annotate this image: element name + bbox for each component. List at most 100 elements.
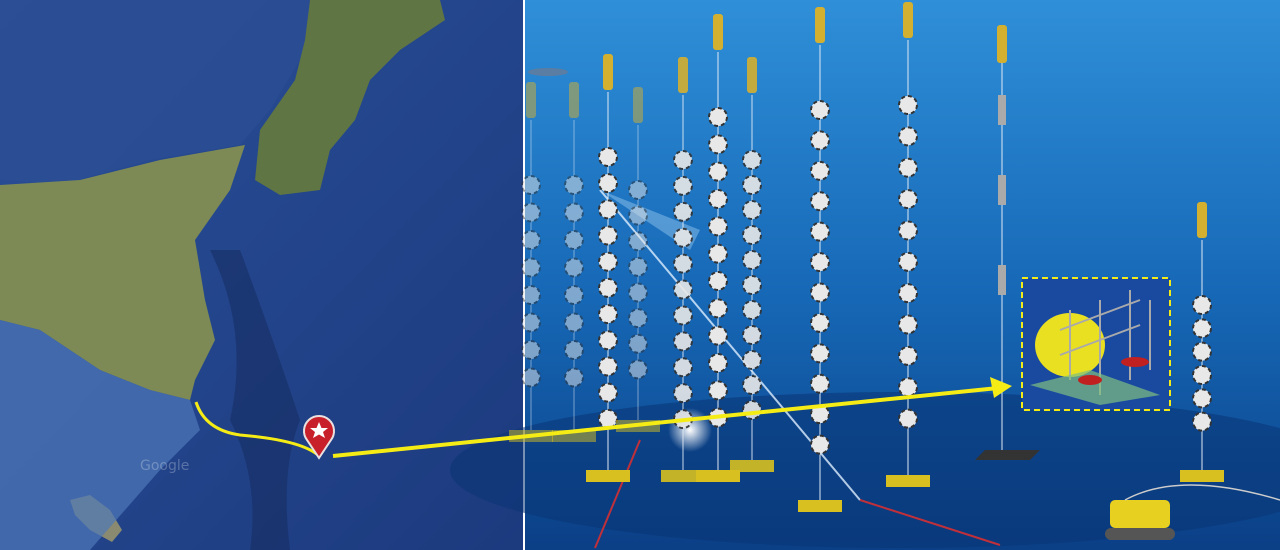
- junction-box-inset: [1021, 277, 1171, 411]
- optical-module: [673, 253, 693, 274]
- buoy: [747, 57, 757, 93]
- optical-module: [708, 134, 728, 155]
- optical-module: [598, 408, 618, 429]
- detection-string: [696, 14, 740, 482]
- anchor-base: [730, 460, 774, 472]
- optical-module: [898, 408, 918, 429]
- optical-module: [898, 95, 918, 115]
- optical-module: [521, 202, 541, 223]
- optical-module: [598, 173, 618, 194]
- optical-module: [673, 357, 693, 378]
- optical-module: [810, 252, 830, 273]
- anchor-base: [1180, 470, 1224, 482]
- optical-module: [898, 283, 918, 304]
- anchor-base: [586, 470, 630, 482]
- optical-module: [742, 400, 762, 420]
- optical-module: [598, 225, 618, 246]
- detection-string: [886, 2, 930, 487]
- optical-module: [1192, 411, 1212, 432]
- optical-module: [708, 107, 728, 127]
- buoy: [526, 82, 536, 118]
- optical-module: [708, 298, 728, 319]
- optical-module: [708, 325, 728, 346]
- cable-route: [194, 401, 319, 457]
- optical-module: [564, 285, 584, 305]
- optical-module: [1192, 341, 1212, 362]
- optical-module: [898, 251, 918, 272]
- optical-module: [810, 434, 830, 455]
- optical-module: [708, 271, 728, 291]
- optical-module: [898, 220, 918, 241]
- instrumentation-tower: [975, 25, 1040, 460]
- detection-string: [1180, 202, 1224, 482]
- optical-module: [742, 150, 762, 170]
- buoy: [815, 7, 825, 43]
- optical-module: [673, 331, 693, 352]
- optical-module: [521, 312, 541, 333]
- optical-module: [628, 205, 648, 226]
- buoy: [633, 87, 643, 123]
- calabria-landmass: [255, 0, 445, 195]
- buoy: [569, 82, 579, 118]
- satellite-map: [0, 0, 523, 550]
- optical-module: [708, 353, 728, 373]
- anchor-base: [696, 470, 740, 482]
- optical-module: [673, 201, 693, 222]
- optical-module: [628, 333, 648, 354]
- optical-module: [598, 147, 618, 167]
- optical-module: [521, 175, 541, 195]
- detector-illustration: [332, 0, 1280, 550]
- optical-module: [598, 330, 618, 351]
- optical-module: [628, 231, 648, 252]
- buoy: [903, 2, 913, 38]
- optical-module: [598, 251, 618, 272]
- optical-module: [898, 126, 918, 147]
- buoy: [678, 57, 688, 93]
- optical-module: [742, 200, 762, 220]
- optical-module: [898, 157, 918, 178]
- anchor-base: [798, 500, 842, 512]
- optical-module: [564, 340, 584, 360]
- detection-string: [552, 82, 596, 442]
- optical-module: [810, 373, 830, 394]
- optical-module: [628, 359, 648, 380]
- star-map-pin-icon[interactable]: [303, 415, 335, 460]
- buoy: [713, 14, 723, 50]
- optical-module: [521, 285, 541, 305]
- optical-module: [810, 100, 830, 120]
- sicily-landmass: [0, 145, 245, 400]
- map-watermark: Google: [140, 458, 190, 474]
- optical-module: [673, 150, 693, 170]
- optical-module: [810, 160, 830, 181]
- optical-module: [898, 345, 918, 366]
- detection-string: [509, 82, 553, 442]
- buoy: [603, 54, 613, 90]
- optical-module: [810, 130, 830, 151]
- optical-module: [673, 279, 693, 300]
- optical-module: [1192, 365, 1212, 385]
- optical-module: [708, 189, 728, 209]
- detection-string: [586, 54, 630, 482]
- buoy: [1197, 202, 1207, 238]
- optical-module: [898, 189, 918, 210]
- rov-vehicle: [1105, 500, 1175, 540]
- optical-module: [810, 191, 830, 212]
- optical-module: [810, 312, 830, 333]
- optical-module: [628, 180, 648, 200]
- optical-module: [673, 175, 693, 196]
- optical-module: [742, 225, 762, 245]
- optical-module: [742, 350, 762, 370]
- optical-module: [673, 227, 693, 248]
- optical-module: [1192, 318, 1212, 339]
- optical-module: [521, 257, 541, 278]
- optical-module: [1192, 388, 1212, 409]
- optical-module: [521, 230, 541, 250]
- optical-module: [628, 308, 648, 329]
- optical-module: [708, 243, 728, 264]
- optical-module: [628, 282, 648, 303]
- optical-module: [564, 202, 584, 223]
- anchor-base: [661, 470, 705, 482]
- optical-module: [564, 312, 584, 333]
